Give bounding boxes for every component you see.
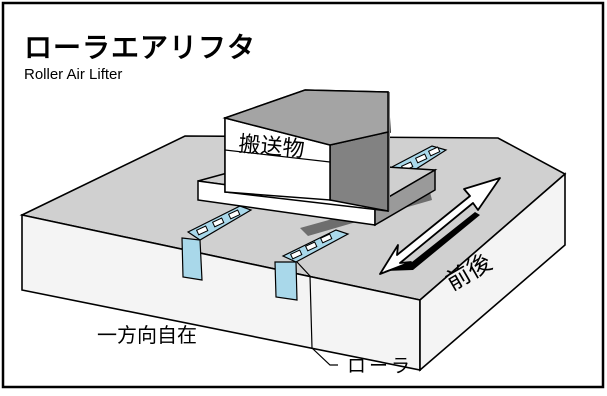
roller-unit-icon [227,209,241,220]
load-box-seam [224,149,331,163]
roller-strip-front-right [274,229,350,301]
platform-side-face [419,172,566,372]
mode-label: 一方向自在 [97,323,197,347]
roller-unit-icon [211,217,225,228]
page-title: ローラエアリフタ [24,31,257,64]
page-subtitle: Roller Air Lifter [24,66,123,83]
double-headed-arrow-icon [379,177,501,275]
roller-unit-icon [304,241,318,252]
roller-unit-icon [427,146,441,157]
roller-unit-icon [319,233,333,244]
roller-unit-icon [414,153,428,164]
load-box-lid [222,89,389,146]
load-label: 搬送物 [237,132,305,163]
load-box-side [329,131,389,212]
roller-label: ローラ [347,355,413,377]
roller-strip-front-left [181,205,253,281]
roller-unit-icon [195,225,209,236]
roller-leader-line [296,261,338,366]
roller-unit-icon [289,249,303,260]
